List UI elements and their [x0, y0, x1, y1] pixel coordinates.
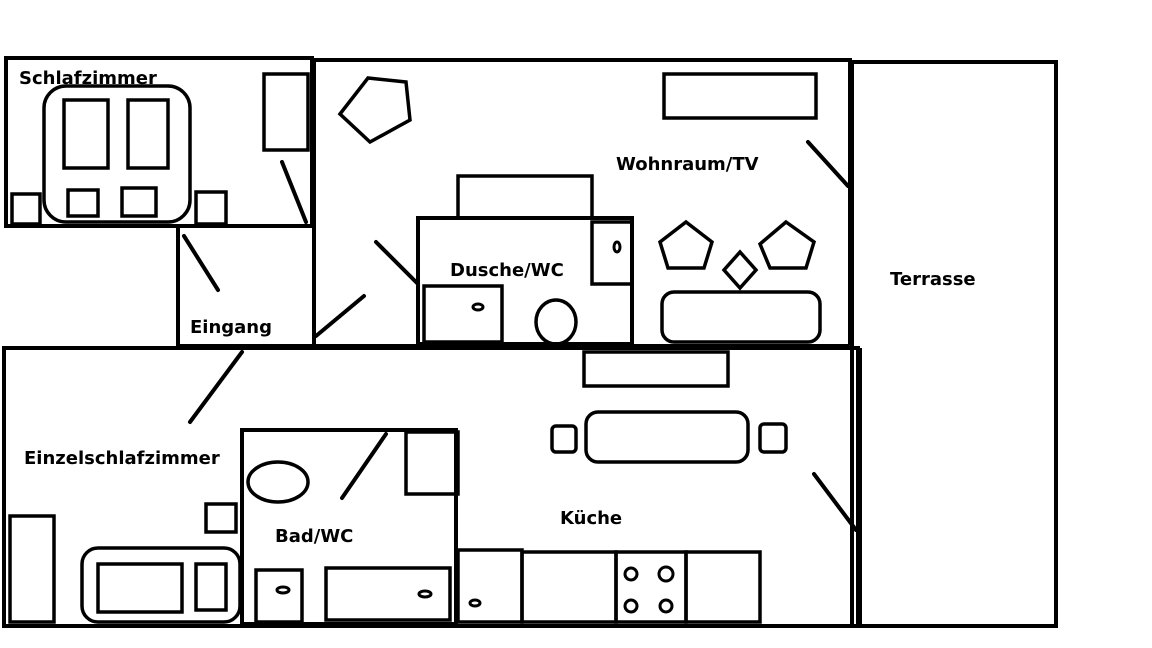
door-terrasse-lower [812, 472, 858, 532]
kueche-furniture [456, 350, 788, 624]
single-nightstand [204, 502, 238, 534]
label-einzelschlafzimmer: Einzelschlafzimmer [24, 448, 220, 469]
bad-toilet [246, 460, 310, 504]
dining-chair-right [758, 422, 788, 454]
nightstand-left [10, 192, 42, 226]
burner-2 [657, 565, 675, 583]
label-kueche: Küche [560, 508, 622, 529]
door-eingang [182, 234, 220, 292]
kitchen-sink-drain [468, 598, 482, 608]
side-table-diamond [721, 249, 759, 291]
shower-tray [590, 220, 634, 286]
counter-unit-end [684, 550, 762, 624]
kitchen-shelf [582, 350, 730, 388]
dusche-walls [416, 216, 634, 346]
pillow-left [66, 188, 100, 218]
single-bed-pillow [194, 562, 228, 612]
single-wardrobe [8, 514, 56, 624]
shower-drain [612, 240, 622, 254]
terrasse-walls [850, 60, 1058, 628]
bad-washbasin [254, 568, 304, 624]
door-einzelschlafzimmer [188, 350, 244, 424]
dusche-washbasin-drain [471, 302, 485, 312]
bathtub [324, 566, 452, 622]
armchair-pentagon-top [337, 76, 412, 145]
label-dusche: Dusche/WC [450, 260, 564, 281]
armchair-pentagon-left [657, 219, 715, 270]
tv-sideboard [662, 72, 818, 120]
lower-floor-walls [2, 346, 860, 628]
bad-walls [240, 428, 458, 626]
double-bed [42, 84, 192, 224]
label-schlafzimmer: Schlafzimmer [19, 68, 157, 89]
doors [182, 140, 858, 532]
label-terrasse: Terrasse [890, 269, 976, 290]
burner-3 [623, 598, 639, 614]
wardrobe [262, 72, 310, 152]
bed-mattress-right [126, 98, 170, 170]
door-bad [340, 432, 388, 500]
room-labels: Schlafzimmer Wohnraum/TV Dusche/WC Einga… [19, 68, 976, 547]
dining-table [584, 410, 750, 464]
counter-unit [520, 550, 618, 624]
dusche-washbasin [422, 284, 504, 344]
bed-mattress-left [62, 98, 110, 170]
door-terrasse-upper [806, 140, 850, 188]
label-eingang: Eingang [190, 317, 272, 338]
dusche-furniture [422, 220, 634, 346]
sofa [660, 290, 822, 344]
label-bad: Bad/WC [275, 526, 353, 547]
burner-1 [623, 566, 639, 582]
bad-cabinet [404, 430, 460, 496]
bad-washbasin-drain [275, 585, 291, 595]
burner-4 [658, 598, 674, 614]
tv-table [456, 174, 594, 220]
counter-sink-unit [456, 548, 524, 624]
single-bed-mattress [96, 562, 184, 614]
armchair-pentagon-right [757, 219, 817, 270]
door-wohnraum-entry [314, 294, 366, 338]
walls [2, 56, 1058, 628]
door-schlafzimmer [280, 160, 308, 224]
schlafzimmer-furniture [10, 72, 310, 226]
dusche-toilet [534, 298, 578, 346]
einzelschlafzimmer-furniture [8, 502, 242, 624]
pillow-right [120, 186, 158, 218]
door-dusche [374, 240, 420, 286]
single-bed [80, 546, 242, 624]
nightstand-right [194, 190, 228, 226]
bathtub-drain [417, 589, 433, 599]
bad-furniture [246, 430, 460, 624]
wohnraum-furniture [337, 72, 822, 344]
label-wohnraum: Wohnraum/TV [616, 154, 759, 175]
wohnraum-walls [312, 58, 852, 348]
dining-chair-left [550, 424, 578, 454]
